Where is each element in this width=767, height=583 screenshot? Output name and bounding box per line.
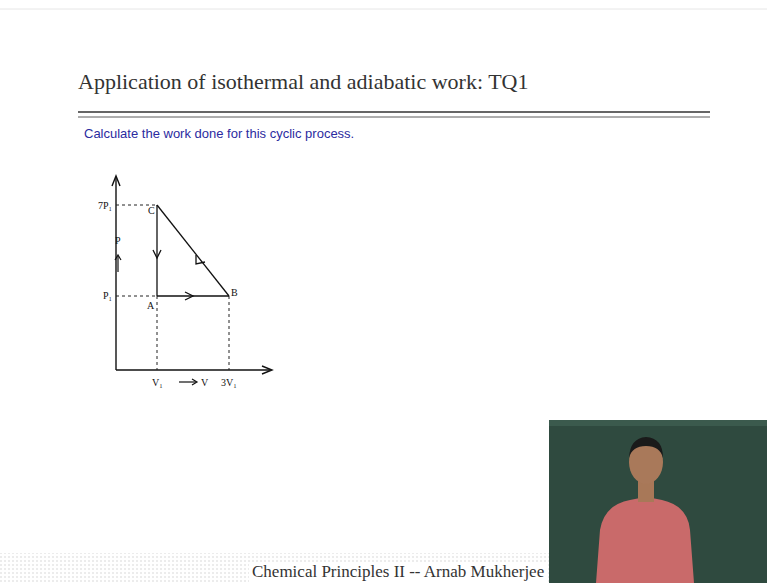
- pressure-tick: 7P₁: [98, 200, 112, 211]
- volume-tick: 3V₁: [221, 377, 237, 388]
- pressure-tick: P₁: [103, 290, 112, 301]
- axis-label: V: [201, 377, 208, 388]
- question-text: Calculate the work done for this cyclic …: [84, 127, 354, 141]
- volume-tick: V₁: [152, 377, 163, 388]
- state-point-label: C: [148, 205, 155, 216]
- axis-label: P: [115, 235, 121, 246]
- state-point-label: A: [147, 300, 154, 311]
- state-point-label: B: [231, 287, 238, 298]
- slide-title: Application of isothermal and adiabatic …: [78, 70, 528, 94]
- footer-text: Chemical Principles II -- Arnab Mukherje…: [249, 563, 547, 582]
